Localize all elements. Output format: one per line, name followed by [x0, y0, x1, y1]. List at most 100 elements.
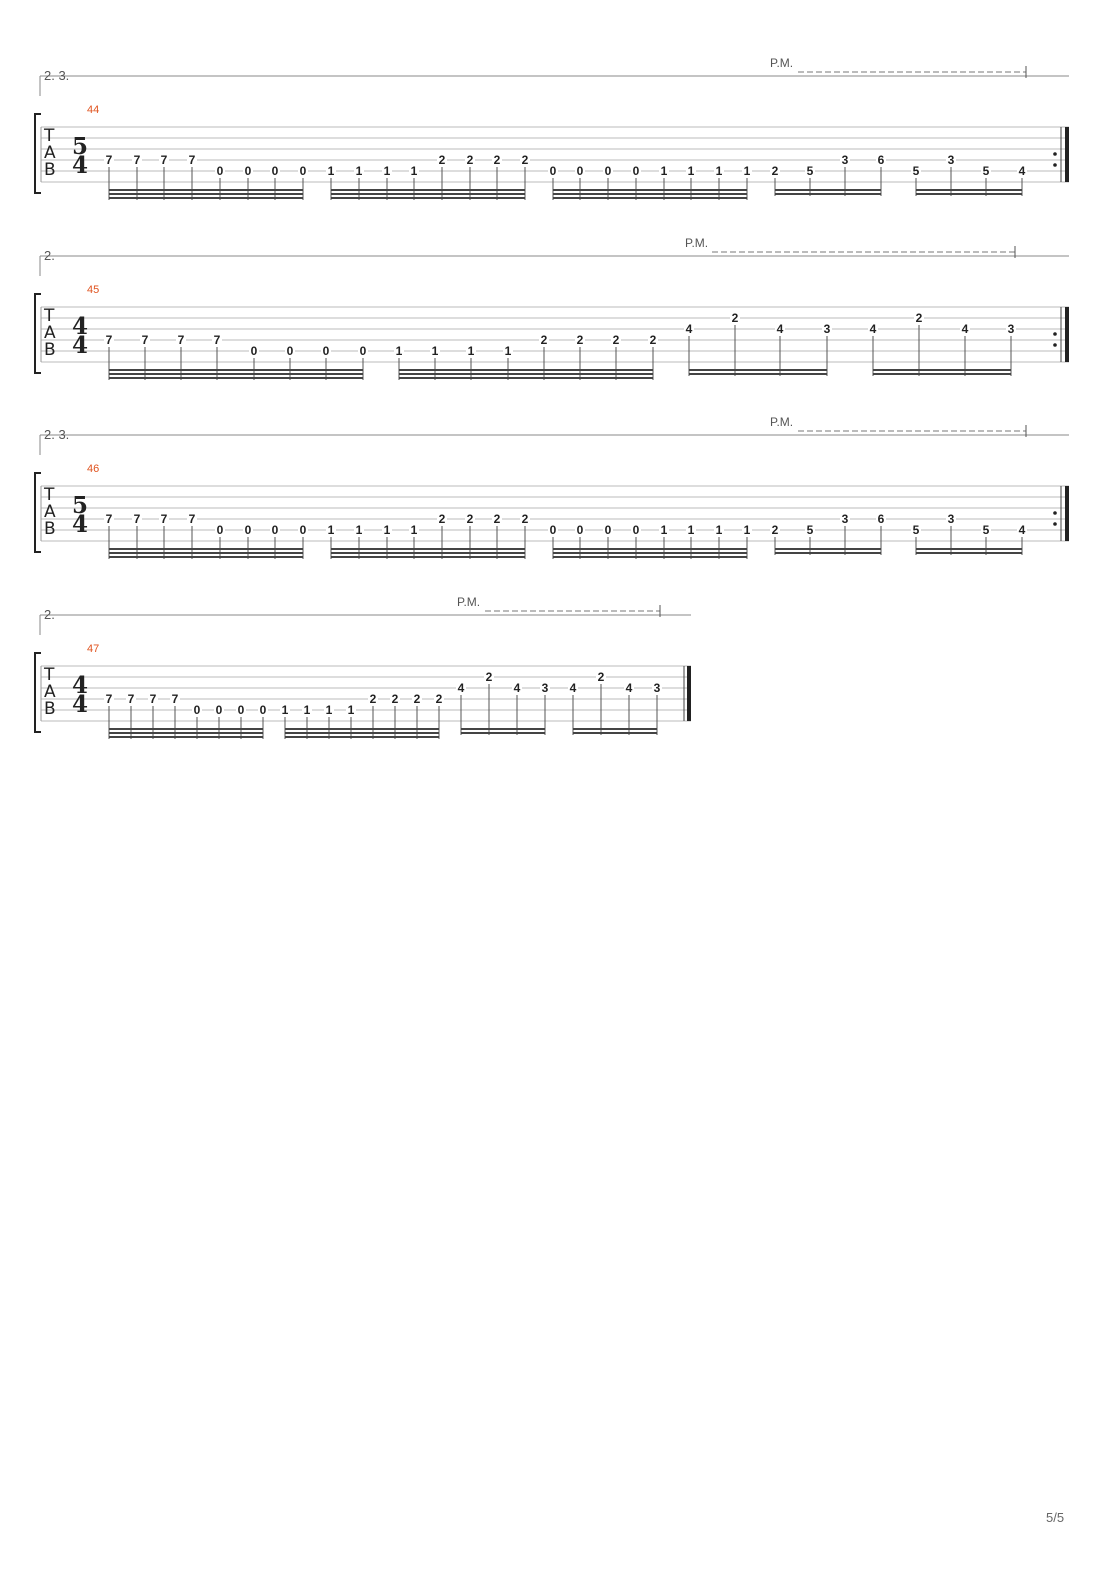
fret-mask — [346, 704, 356, 715]
fret-number: 1 — [688, 164, 695, 178]
fret-number: 7 — [161, 153, 168, 167]
ending-label: 2. — [44, 607, 55, 622]
fret-number: 2 — [467, 153, 474, 167]
fret-number: 2 — [414, 692, 421, 706]
fret-number: 2 — [439, 153, 446, 167]
tab-clef-letter: T — [43, 485, 55, 505]
fret-number: 4 — [570, 681, 577, 695]
palm-mute-label: P.M. — [770, 56, 793, 70]
fret-number: 1 — [744, 164, 751, 178]
tab-clef-letter: B — [44, 340, 56, 360]
fret-number: 1 — [411, 164, 418, 178]
fret-number: 5 — [983, 164, 990, 178]
fret-mask — [236, 704, 246, 715]
fret-number: 3 — [542, 681, 549, 695]
fret-mask — [215, 165, 225, 176]
fret-mask — [960, 323, 970, 334]
fret-mask — [430, 345, 440, 356]
fret-number: 2 — [916, 311, 923, 325]
fret-mask — [270, 524, 280, 535]
fret-number: 7 — [172, 692, 179, 706]
fret-mask — [159, 154, 169, 165]
fret-number: 5 — [807, 164, 814, 178]
fret-number: 0 — [217, 523, 224, 537]
ending-label: 2. 3. — [44, 427, 69, 442]
fret-mask — [876, 513, 886, 524]
fret-mask — [215, 524, 225, 535]
fret-number: 7 — [128, 692, 135, 706]
fret-number: 7 — [142, 333, 149, 347]
fret-number: 2 — [494, 153, 501, 167]
fret-number: 3 — [842, 512, 849, 526]
fret-mask — [354, 524, 364, 535]
fret-mask — [243, 524, 253, 535]
fret-number: 1 — [384, 164, 391, 178]
fret-number: 0 — [633, 164, 640, 178]
fret-mask — [686, 165, 696, 176]
fret-mask — [148, 693, 158, 704]
fret-number: 4 — [626, 681, 633, 695]
fret-mask — [575, 165, 585, 176]
fret-mask — [1017, 524, 1027, 535]
fret-number: 7 — [106, 512, 113, 526]
time-sig-numerator: 4 — [72, 313, 88, 340]
fret-number: 3 — [948, 512, 955, 526]
fret-mask — [503, 345, 513, 356]
fret-mask — [981, 524, 991, 535]
fret-mask — [249, 345, 259, 356]
fret-mask — [382, 524, 392, 535]
fret-number: 0 — [550, 523, 557, 537]
fret-mask — [548, 165, 558, 176]
fret-number: 1 — [304, 703, 311, 717]
fret-mask — [686, 524, 696, 535]
fret-mask — [492, 513, 502, 524]
fret-number: 3 — [1008, 322, 1015, 336]
fret-mask — [298, 165, 308, 176]
fret-mask — [596, 671, 606, 682]
fret-mask — [659, 524, 669, 535]
fret-number: 0 — [300, 164, 307, 178]
fret-number: 3 — [824, 322, 831, 336]
repeat-dot — [1053, 163, 1057, 167]
fret-number: 5 — [913, 523, 920, 537]
fret-number: 0 — [216, 703, 223, 717]
fret-number: 2 — [392, 692, 399, 706]
repeat-dot — [1053, 332, 1057, 336]
fret-number: 0 — [605, 523, 612, 537]
fret-mask — [104, 693, 114, 704]
fret-number: 2 — [467, 512, 474, 526]
fret-mask — [465, 154, 475, 165]
fret-mask — [140, 334, 150, 345]
fret-mask — [187, 154, 197, 165]
fret-number: 6 — [878, 153, 885, 167]
fret-mask — [868, 323, 878, 334]
fret-mask — [170, 693, 180, 704]
fret-mask — [648, 334, 658, 345]
fret-mask — [437, 513, 447, 524]
time-sig-denominator: 4 — [72, 332, 88, 359]
fret-mask — [324, 704, 334, 715]
fret-number: 0 — [633, 523, 640, 537]
fret-number: 0 — [605, 164, 612, 178]
measure-number: 46 — [87, 463, 99, 475]
fret-number: 1 — [328, 164, 335, 178]
system-brace — [34, 113, 41, 194]
fret-mask — [270, 165, 280, 176]
fret-number: 5 — [913, 164, 920, 178]
fret-mask — [540, 682, 550, 693]
fret-number: 0 — [194, 703, 201, 717]
fret-number: 1 — [356, 164, 363, 178]
fret-number: 1 — [411, 523, 418, 537]
fret-mask — [354, 165, 364, 176]
palm-mute-label: P.M. — [685, 236, 708, 250]
fret-number: 7 — [189, 153, 196, 167]
fret-mask — [132, 513, 142, 524]
fret-mask — [840, 513, 850, 524]
fret-mask — [214, 704, 224, 715]
fret-number: 0 — [238, 703, 245, 717]
fret-mask — [914, 312, 924, 323]
fret-number: 2 — [577, 333, 584, 347]
tab-clef-letter: T — [43, 126, 55, 146]
fret-number: 1 — [348, 703, 355, 717]
fret-mask — [358, 345, 368, 356]
